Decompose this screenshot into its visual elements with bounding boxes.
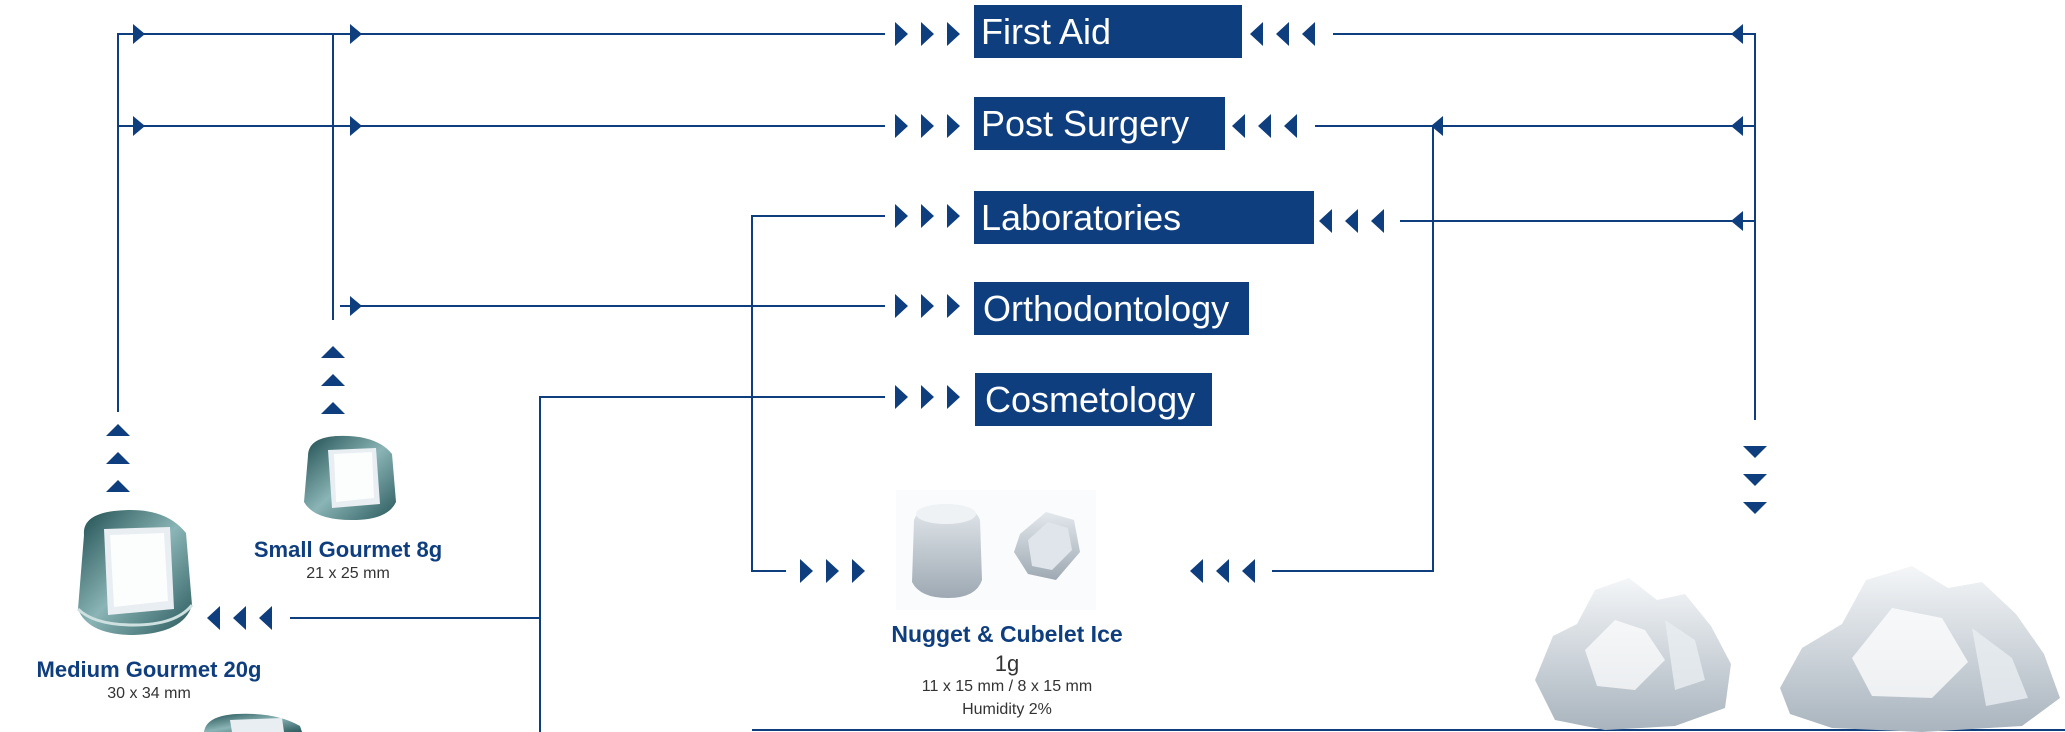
crushed-ice-image-1 bbox=[1535, 578, 1731, 730]
arrow-right-icon bbox=[921, 385, 934, 409]
application-laboratories: Laboratories bbox=[974, 191, 1314, 244]
nugget-name: Nugget & Cubelet Ice bbox=[891, 621, 1123, 647]
connector-line bbox=[751, 215, 885, 572]
arrow-right-icon bbox=[921, 22, 934, 46]
small-gourmet-size: 21 x 25 mm bbox=[306, 565, 390, 582]
connector-line bbox=[539, 396, 885, 732]
arrow-left-icon bbox=[1276, 22, 1289, 46]
arrow-down-icon bbox=[1743, 474, 1767, 486]
arrow-left-icon bbox=[1232, 114, 1245, 138]
arrow-right-icon bbox=[947, 22, 960, 46]
arrow-down-icon bbox=[1743, 446, 1767, 458]
arrow-left-icon bbox=[1731, 116, 1743, 136]
connector-line bbox=[1272, 126, 1434, 572]
arrow-up-icon bbox=[106, 452, 130, 464]
arrow-right-icon bbox=[895, 294, 908, 318]
arrow-left-icon bbox=[1284, 114, 1297, 138]
arrow-up-icon bbox=[321, 402, 345, 414]
arrow-left-icon bbox=[1302, 22, 1315, 46]
medium-gourmet-size: 30 x 34 mm bbox=[107, 685, 191, 702]
arrow-right-icon bbox=[895, 385, 908, 409]
application-orthodontology: Orthodontology bbox=[974, 282, 1249, 335]
arrow-right-icon bbox=[895, 114, 908, 138]
arrow-right-icon bbox=[852, 559, 865, 583]
arrow-right-icon bbox=[947, 385, 960, 409]
arrow-left-icon bbox=[1242, 559, 1255, 583]
arrow-up-icon bbox=[321, 374, 345, 386]
application-post-surgery: Post Surgery bbox=[974, 97, 1225, 150]
arrow-left-icon bbox=[1731, 211, 1743, 231]
application-first-aid: First Aid bbox=[974, 5, 1242, 58]
arrow-right-icon bbox=[350, 296, 362, 316]
arrow-right-icon bbox=[947, 204, 960, 228]
nugget-ice-image bbox=[896, 490, 1096, 610]
arrow-right-icon bbox=[947, 294, 960, 318]
arrow-right-icon bbox=[921, 294, 934, 318]
arrow-left-icon bbox=[1319, 209, 1332, 233]
arrow-right-icon bbox=[133, 116, 145, 136]
arrow-left-icon bbox=[1371, 209, 1384, 233]
arrow-left-icon bbox=[233, 606, 246, 630]
arrow-right-icon bbox=[895, 204, 908, 228]
connector-line bbox=[117, 33, 133, 412]
arrow-left-icon bbox=[1250, 22, 1263, 46]
arrow-left-icon bbox=[1216, 559, 1229, 583]
arrow-left-icon bbox=[1345, 209, 1358, 233]
arrow-up-icon bbox=[321, 346, 345, 358]
arrow-up-icon bbox=[106, 480, 130, 492]
nugget-size: 11 x 15 mm / 8 x 15 mm bbox=[921, 678, 1093, 695]
arrow-right-icon bbox=[350, 116, 362, 136]
arrow-right-icon bbox=[921, 114, 934, 138]
medium-gourmet-name: Medium Gourmet 20g bbox=[36, 657, 262, 682]
arrow-left-icon bbox=[1731, 24, 1743, 44]
arrow-left-icon bbox=[1431, 116, 1443, 136]
arrow-right-icon bbox=[947, 114, 960, 138]
arrow-right-icon bbox=[921, 204, 934, 228]
arrow-right-icon bbox=[826, 559, 839, 583]
arrow-left-icon bbox=[1258, 114, 1271, 138]
arrow-right-icon bbox=[895, 22, 908, 46]
arrow-up-icon bbox=[106, 424, 130, 436]
arrow-left-icon bbox=[207, 606, 220, 630]
arrow-left-icon bbox=[1190, 559, 1203, 583]
connector-line bbox=[1333, 33, 1756, 420]
medium-gourmet-ice-image-lower bbox=[204, 713, 302, 732]
arrow-right-icon bbox=[350, 24, 362, 44]
arrow-down-icon bbox=[1743, 502, 1767, 514]
small-gourmet-ice-image bbox=[304, 435, 396, 520]
small-gourmet-name: Small Gourmet 8g bbox=[253, 537, 443, 562]
arrow-right-icon bbox=[800, 559, 813, 583]
connector-line bbox=[332, 33, 350, 320]
arrow-left-icon bbox=[259, 606, 272, 630]
nugget-weight: 1g bbox=[994, 651, 1020, 676]
application-cosmetology: Cosmetology bbox=[975, 373, 1212, 426]
crushed-ice-image-2 bbox=[1780, 566, 2060, 732]
arrow-right-icon bbox=[133, 24, 145, 44]
medium-gourmet-ice-image bbox=[76, 509, 194, 635]
nugget-humidity: Humidity 2% bbox=[962, 701, 1052, 718]
